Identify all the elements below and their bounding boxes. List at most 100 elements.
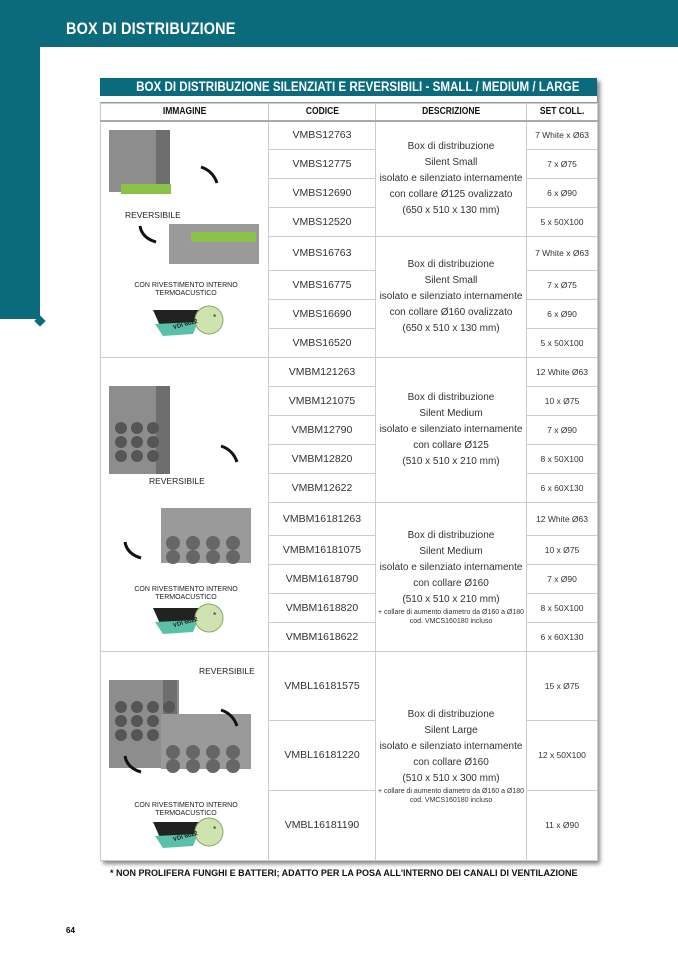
description-line: isolato e silenziato internamente bbox=[379, 561, 523, 573]
product-code: VMBL16181220 bbox=[268, 720, 376, 791]
description-line: isolato e silenziato internamente bbox=[379, 290, 523, 302]
table-row: VMBS16520 5 x 50X100 bbox=[101, 327, 598, 358]
collar-set: 7 x Ø90 bbox=[526, 414, 598, 445]
description-line: Box di distribuzione bbox=[407, 391, 495, 403]
collar-set: 7 x Ø75 bbox=[526, 269, 598, 300]
collar-set: 10 x Ø75 bbox=[526, 534, 598, 565]
product-image-cell: REVERSIBILE CON RIVESTIMENTO INTERNO TER… bbox=[100, 120, 269, 358]
rotate-arrow-icon bbox=[123, 541, 142, 559]
page-title: BOX DI DISTRIBUZIONE bbox=[66, 19, 236, 38]
header-code: CODICE bbox=[268, 103, 376, 122]
description-line: (510 x 510 x 300 mm) bbox=[402, 772, 500, 784]
product-code: VMBL16181575 bbox=[268, 650, 376, 722]
table-row: VMBS12520 5 x 50X100 bbox=[101, 207, 598, 237]
rotate-arrow-icon bbox=[220, 708, 239, 727]
product-code: VMBM1618622 bbox=[268, 621, 376, 652]
collar-set: 8 x 50X100 bbox=[526, 592, 598, 623]
collar-set: 12 White Ø63 bbox=[526, 356, 598, 387]
description-note: + collare di aumento diametro da Ø160 a … bbox=[377, 787, 525, 804]
description-note: + collare di aumento diametro da Ø160 a … bbox=[377, 608, 525, 625]
collar-set: 12 x 50X100 bbox=[526, 720, 598, 791]
collar-set: 11 x Ø90 bbox=[526, 789, 598, 861]
reversible-label: REVERSIBILE bbox=[149, 475, 205, 486]
description-line: Silent Large bbox=[424, 724, 478, 736]
footnote: * NON PROLIFERA FUNGHI E BATTERI; ADATTO… bbox=[110, 868, 578, 878]
collar-set: 7 White x Ø63 bbox=[526, 120, 598, 150]
product-code: VMBS12520 bbox=[268, 207, 376, 237]
table-title-text: BOX DI DISTRIBUZIONE SILENZIATI E REVERS… bbox=[136, 79, 580, 94]
rotate-arrow-icon bbox=[123, 755, 142, 773]
box-flat-image bbox=[161, 713, 251, 773]
description-line: isolato e silenziato internamente bbox=[379, 423, 523, 435]
rotate-arrow-icon bbox=[138, 225, 157, 243]
vdi-lining-image bbox=[153, 603, 224, 634]
asterisk: * bbox=[213, 823, 217, 834]
description-line: con collare Ø160 bbox=[413, 756, 489, 768]
table-row: VMBM12790 7 x Ø90 bbox=[101, 414, 598, 445]
collar-set: 7 x Ø90 bbox=[526, 563, 598, 594]
product-code: VMBM12790 bbox=[268, 414, 376, 445]
asterisk: * bbox=[213, 311, 217, 322]
collar-set: 10 x Ø75 bbox=[526, 385, 598, 416]
collar-set: 5 x 50X100 bbox=[526, 207, 598, 237]
collar-set: 12 White Ø63 bbox=[526, 501, 598, 536]
collar-set: 5 x 50X100 bbox=[526, 327, 598, 358]
asterisk: * bbox=[213, 609, 217, 620]
product-code: VMBS12763 bbox=[268, 120, 376, 150]
description-line: (650 x 510 x 130 mm) bbox=[402, 322, 500, 334]
collar-set: 6 x Ø90 bbox=[526, 298, 598, 329]
description-line: Box di distribuzione bbox=[407, 140, 495, 152]
reversible-label: REVERSIBILE bbox=[199, 665, 255, 676]
table-row: VMBM121075 10 x Ø75 bbox=[101, 385, 598, 416]
table-row: REVERSIBILE CON RIVESTIMENTO INTERNO TER… bbox=[100, 650, 598, 861]
box-upright-image bbox=[109, 385, 170, 474]
product-code: VMBM12622 bbox=[268, 472, 376, 503]
description-line: Silent Medium bbox=[419, 407, 483, 419]
product-code: VMBS12775 bbox=[268, 149, 376, 179]
product-code: VMBS16690 bbox=[268, 298, 376, 329]
table-row: REVERSIBILE CON RIVESTIMENTO INTERNO TER… bbox=[100, 120, 598, 358]
side-accent bbox=[0, 47, 40, 319]
vdi-lining-image bbox=[153, 817, 224, 848]
rotate-arrow-icon bbox=[200, 165, 219, 184]
table-title: BOX DI DISTRIBUZIONE SILENZIATI E REVERS… bbox=[100, 78, 597, 96]
product-code: VMBS16520 bbox=[268, 327, 376, 358]
table-row: VMBL16181220 12 x 50X100 bbox=[101, 720, 598, 791]
description-line: (510 x 510 x 210 mm) bbox=[402, 455, 500, 467]
collar-set: 15 x Ø75 bbox=[526, 650, 598, 722]
description-line: Silent Small bbox=[424, 274, 478, 286]
lining-label: CON RIVESTIMENTO INTERNO TERMOACUSTICO bbox=[134, 281, 238, 297]
description-line: isolato e silenziato internamente bbox=[379, 172, 523, 184]
product-code: VMBM121075 bbox=[268, 385, 376, 416]
description-line: con collare Ø125 ovalizzato bbox=[389, 188, 513, 200]
spacer bbox=[100, 96, 597, 103]
description-line: (650 x 510 x 130 mm) bbox=[402, 204, 500, 216]
collar-set: 6 x 60X130 bbox=[526, 472, 598, 503]
table-row: VMBM12622 6 x 60X130 bbox=[101, 472, 598, 503]
collar-set: 7 x Ø75 bbox=[526, 149, 598, 179]
header-description: DESCRIZIONE bbox=[375, 103, 527, 122]
collar-set: 7 White x Ø63 bbox=[526, 236, 598, 271]
product-code: VMBS12690 bbox=[268, 178, 376, 208]
page-number: 64 bbox=[66, 926, 75, 935]
product-code: VMBM1618790 bbox=[268, 563, 376, 594]
product-code: VMBM12820 bbox=[268, 443, 376, 474]
box-upright-image bbox=[109, 129, 171, 194]
product-code: VMBM121263 bbox=[268, 356, 376, 387]
rotate-arrow-icon bbox=[220, 444, 239, 463]
collar-set: 8 x 50X100 bbox=[526, 443, 598, 474]
product-code: VMBS16763 bbox=[268, 236, 376, 271]
description-line: con collare Ø125 bbox=[413, 439, 489, 451]
table-row: VMBS16690 6 x Ø90 bbox=[101, 298, 598, 329]
lining-label: CON RIVESTIMENTO INTERNO TERMOACUSTICO bbox=[134, 801, 238, 817]
product-code: VMBM16181075 bbox=[268, 534, 376, 565]
